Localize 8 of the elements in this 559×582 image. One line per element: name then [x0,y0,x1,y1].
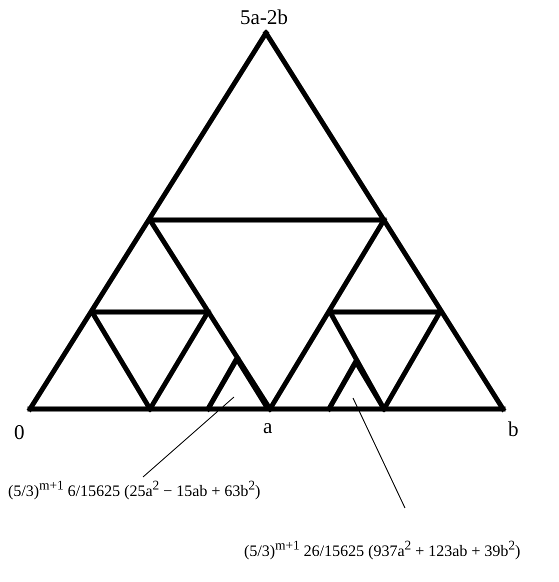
leader-line [352,398,406,508]
formula: (5/3)$^{m+1}$ 26/15625 (937a$^{2}$ + 123ab + 39b$^{2}$) [244,543,520,560]
vertex-label: b [508,417,518,442]
formula: (5/3)$^{m+1}$ 6/15625 (25a$^{2}$ − 15ab + 63b$^{2}$) [8,483,260,500]
vertex-label: a [263,414,272,439]
vertex-label: 0 [14,420,24,445]
vertex-label: 5a-2b [240,5,288,30]
leader-line [142,396,234,478]
